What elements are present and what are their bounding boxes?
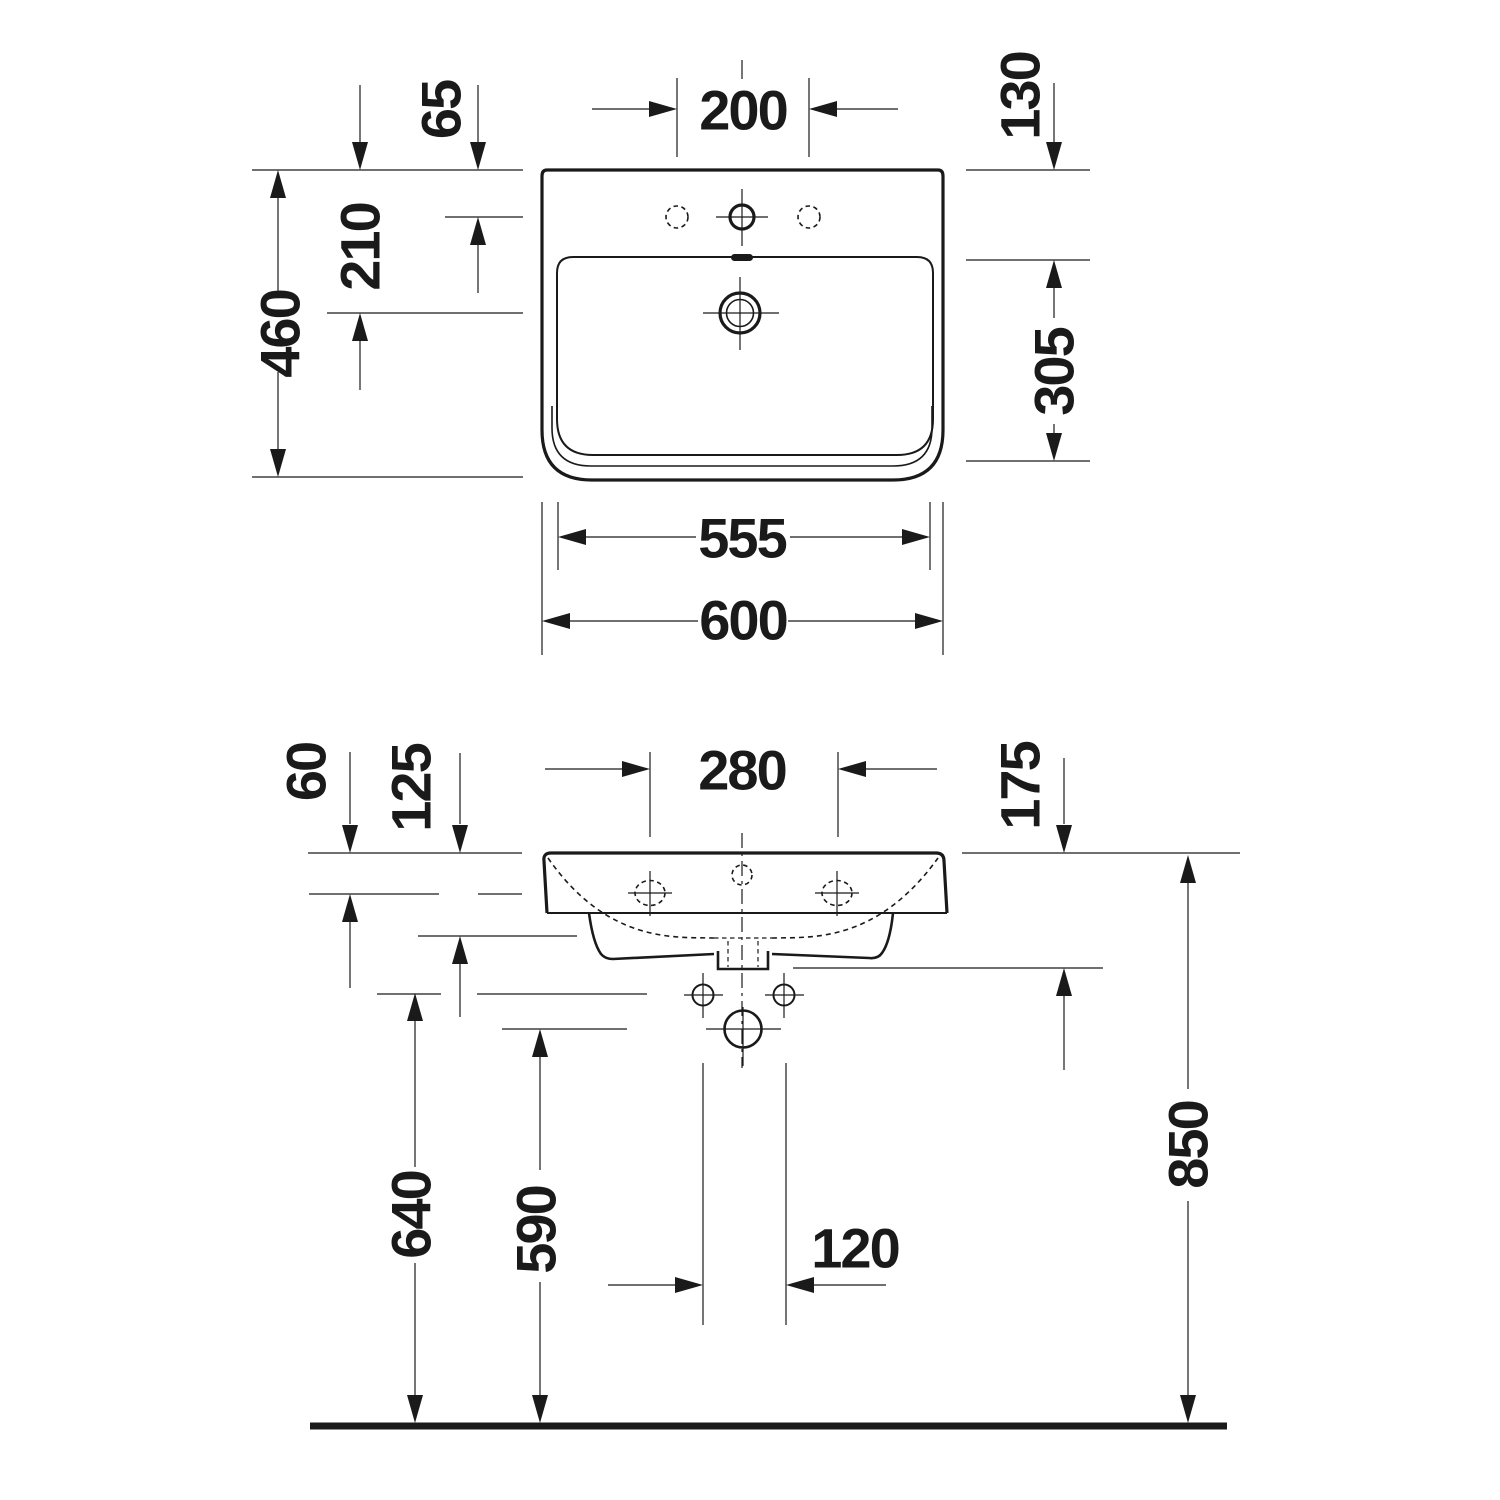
dim-label-200: 200: [699, 79, 786, 142]
dim-305: 305: [1023, 260, 1086, 461]
dim-label-175: 175: [989, 741, 1052, 829]
dim-460: 460: [249, 170, 312, 477]
dim-555: 555: [558, 507, 930, 570]
dim-125: 125: [380, 743, 468, 1017]
top-view-bowl-outline: [556, 256, 934, 456]
faucet-hole-right: [797, 205, 821, 229]
dim-210: 210: [329, 85, 392, 390]
dim-label-600: 600: [699, 589, 786, 652]
faucet-hole-center: [716, 189, 768, 246]
mounting-bolt-right: [765, 973, 804, 1018]
top-view-rim-inner-line: [551, 406, 933, 467]
faucet-hole-center-front: [731, 864, 753, 886]
front-view: 60 125 280 175: [275, 739, 1240, 1430]
dim-label-130: 130: [989, 52, 1052, 139]
dim-280: 280: [545, 739, 937, 802]
bowl-hidden-contour-left: [547, 857, 715, 939]
drain-tailpiece-box: [716, 951, 770, 971]
dim-175: 175: [989, 741, 1072, 1070]
dim-label-125: 125: [380, 743, 443, 831]
dim-65: 65: [410, 80, 486, 293]
dim-60: 60: [275, 743, 358, 988]
dim-600: 600: [542, 589, 943, 652]
drain-hole: [703, 277, 779, 350]
dim-label-640: 640: [380, 1171, 443, 1258]
dim-label-850: 850: [1157, 1101, 1220, 1188]
front-view-body-right: [771, 912, 895, 960]
bowl-hidden-contour-right: [771, 857, 939, 939]
dim-120: 120: [608, 1217, 901, 1293]
dim-label-120: 120: [811, 1217, 898, 1280]
dim-850: 850: [1157, 855, 1220, 1423]
top-view: 460 65 210 200: [249, 52, 1090, 655]
dim-label-280: 280: [698, 739, 785, 802]
dim-label-555: 555: [698, 507, 786, 570]
top-view-outer-outline: [540, 168, 945, 482]
faucet-hole-right-front: [815, 871, 859, 916]
dim-640: 640: [380, 993, 443, 1423]
dim-label-590: 590: [505, 1186, 568, 1273]
mounting-bolt-left: [684, 973, 723, 1018]
dim-label-60: 60: [275, 743, 338, 801]
dim-590: 590: [505, 1029, 568, 1423]
dim-130: 130: [989, 52, 1062, 170]
faucet-hole-left: [665, 205, 689, 229]
dim-200: 200: [592, 79, 898, 142]
waste-outlet: [706, 1007, 781, 1066]
overflow-slot: [731, 254, 753, 261]
front-view-extension-lines: [308, 752, 1240, 1325]
faucet-hole-left-front: [628, 871, 672, 916]
dim-label-460: 460: [249, 290, 312, 377]
front-view-deck-outline: [542, 851, 949, 914]
dim-label-65: 65: [410, 80, 473, 139]
dim-label-305: 305: [1023, 327, 1086, 415]
dim-label-210: 210: [329, 203, 392, 290]
top-view-extension-lines: [252, 78, 1090, 655]
front-view-body-left: [587, 912, 715, 961]
drain-funnel-hidden: [714, 937, 772, 967]
